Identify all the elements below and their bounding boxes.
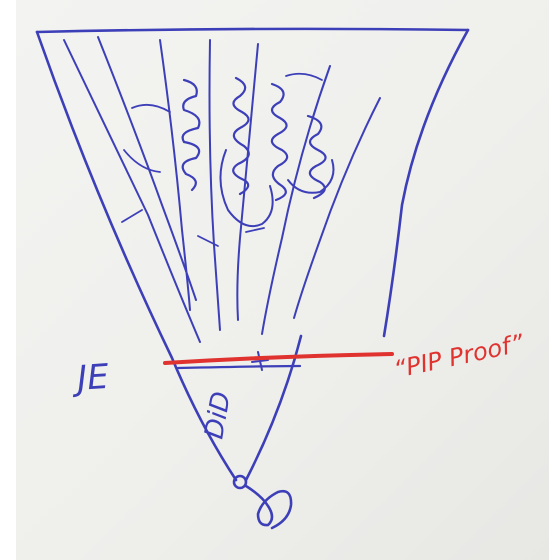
- scribble-column-3: [272, 84, 287, 200]
- funnel-right-upper-side: [384, 30, 468, 336]
- hatch-mark-1: [122, 210, 142, 222]
- scribble-cross-1: [132, 105, 170, 112]
- funnel-tip-flourish: [246, 486, 291, 528]
- interior-line-1: [64, 40, 200, 342]
- hatch-mark-2: [198, 236, 218, 246]
- scribble-column-1: [183, 80, 200, 190]
- scribble-column-4: [308, 116, 326, 198]
- red-divider-shadow: [178, 366, 300, 368]
- label-pip-proof: “PIP Proof”: [391, 329, 526, 384]
- scribble-cross-2: [286, 74, 322, 80]
- label-je: JE: [70, 357, 111, 400]
- hatch-mark-3: [246, 228, 264, 232]
- funnel-tip-circle: [234, 476, 246, 488]
- red-divider-line: [165, 354, 392, 363]
- interior-line-7: [294, 98, 380, 318]
- interior-line-4: [210, 40, 221, 330]
- funnel-top-edge: [37, 29, 468, 32]
- label-did: DiD: [199, 389, 237, 441]
